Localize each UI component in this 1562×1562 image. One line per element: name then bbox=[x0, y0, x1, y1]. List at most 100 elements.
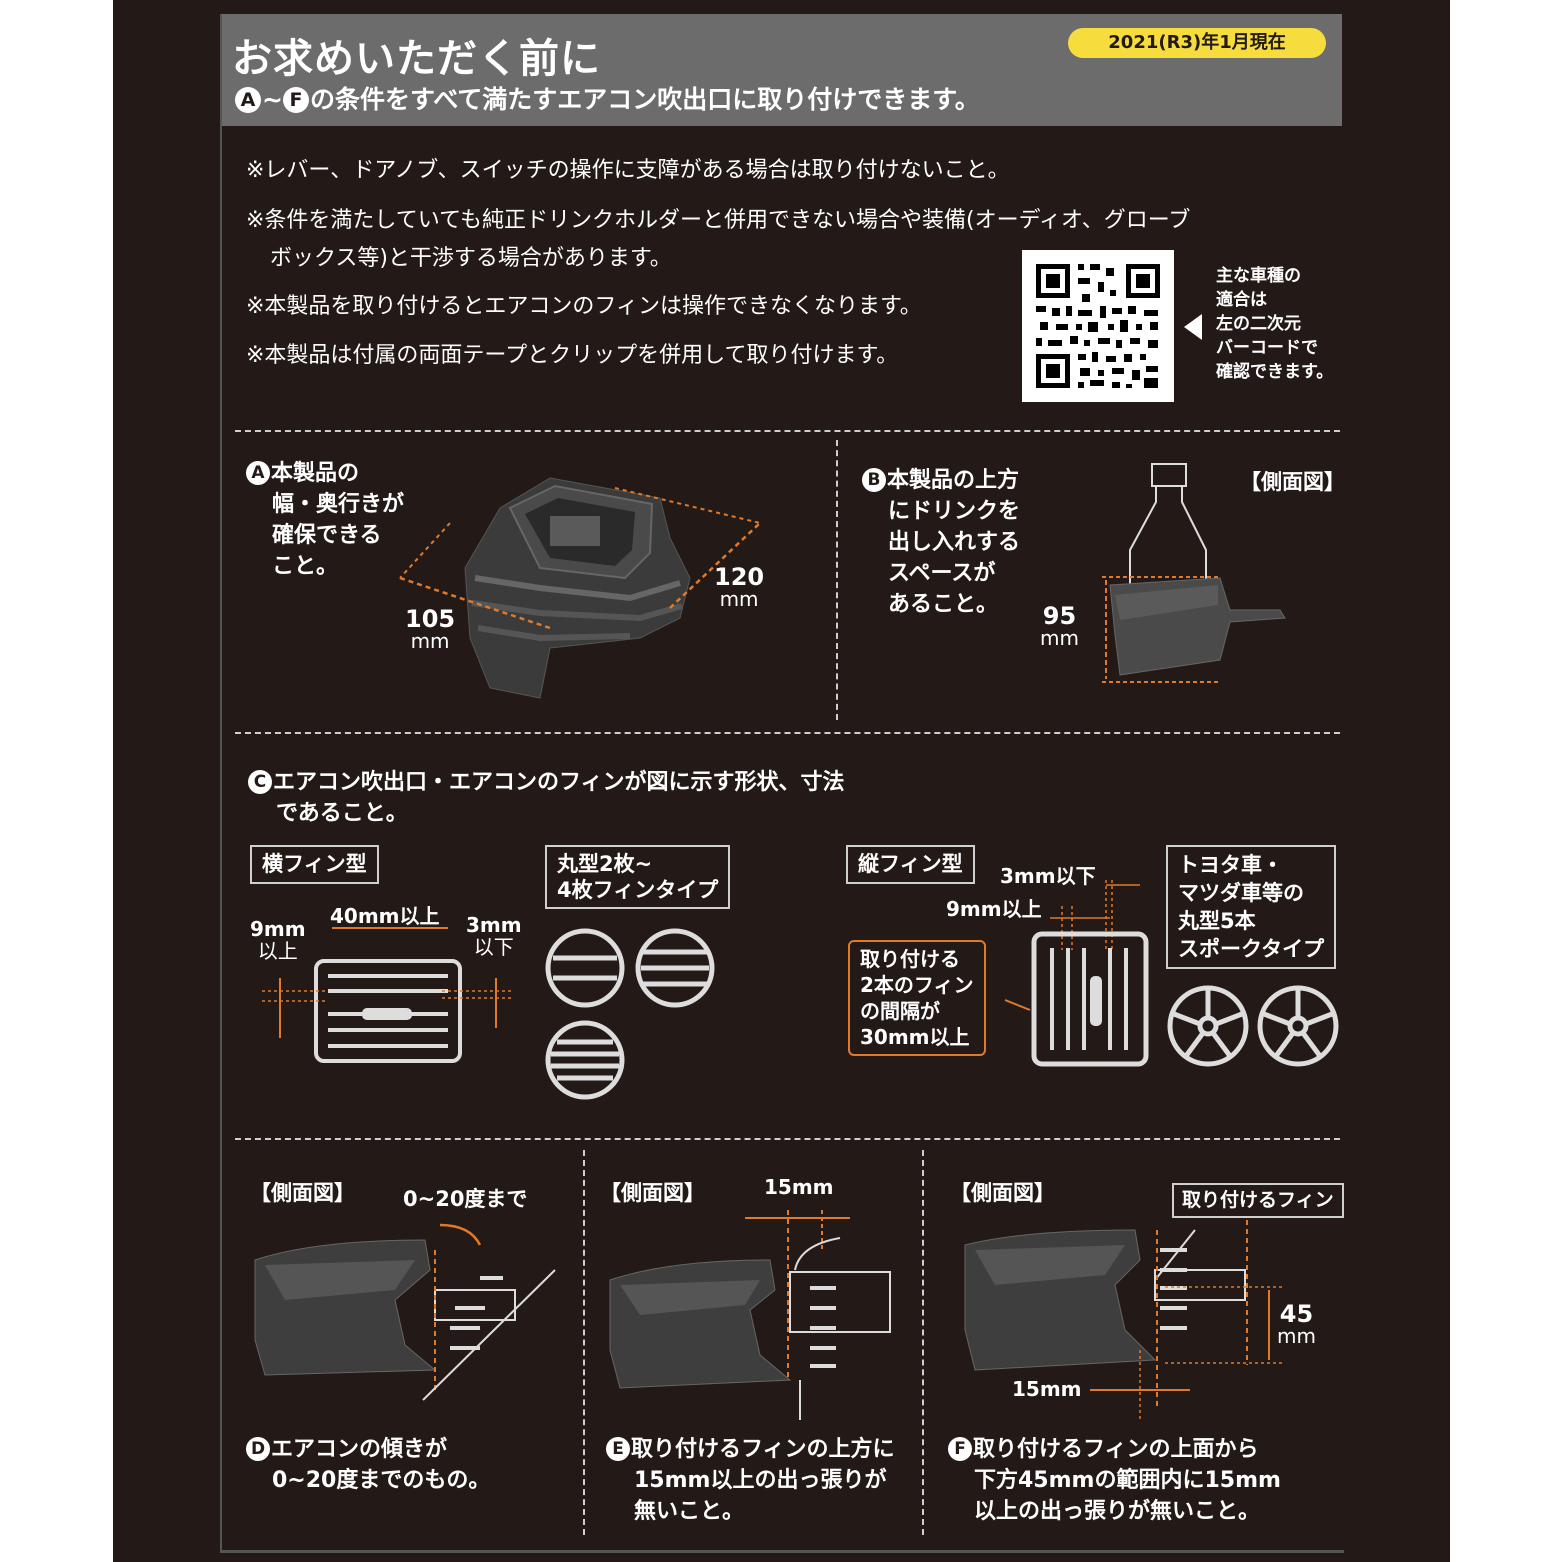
spoke-label-line: マツダ車等の bbox=[1178, 881, 1304, 905]
round-fin-label-line: 丸型2枚~ bbox=[557, 852, 653, 876]
dim-width-value: 105 bbox=[405, 605, 456, 633]
letter-c-badge: C bbox=[248, 770, 272, 794]
dim-15mm-f: 15mm bbox=[1012, 1377, 1082, 1401]
section-b-line-1: 本製品の上方 bbox=[887, 468, 1020, 493]
page-title: お求めいただく前に bbox=[232, 36, 601, 82]
qr-code[interactable] bbox=[1022, 250, 1174, 402]
spoke-label-line: 丸型5本 bbox=[1178, 909, 1256, 933]
section-b-view-label: 【側面図】 bbox=[1240, 470, 1345, 494]
fin-callout-label: 取り付けるフィン bbox=[1172, 1183, 1344, 1218]
text: 本製品の bbox=[271, 461, 360, 486]
letter-f-badge: F bbox=[948, 1437, 972, 1461]
section-b-line-3: 出し入れする bbox=[888, 530, 1021, 555]
vertical-vent-icon bbox=[1004, 880, 1149, 1067]
section-f-line-1: 取り付けるフィンの上面から bbox=[973, 1437, 1259, 1462]
dim-3mm: 3mm 以下 bbox=[466, 914, 522, 958]
letter-b-badge: B bbox=[862, 468, 886, 492]
qr-caption-line: 左の二次元 bbox=[1216, 314, 1301, 334]
dim-9mm-vertical: 9mm以上 bbox=[946, 897, 1042, 921]
dim-45mm: 45 mm bbox=[1277, 1302, 1316, 1348]
section-e-line-3: 無いこと。 bbox=[634, 1499, 745, 1524]
qr-caption-line: 適合は bbox=[1216, 290, 1267, 310]
section-d-side-illustration bbox=[254, 1223, 556, 1401]
dim-40mm: 40mm以上 bbox=[330, 904, 440, 928]
letter-d-badge: D bbox=[246, 1437, 270, 1461]
spoke-type-label: トヨタ車・ マツダ車等の 丸型5本 スポークタイプ bbox=[1166, 845, 1337, 969]
dim-3mm-value: 3mm bbox=[466, 913, 522, 937]
section-f-line-3: 以上の出っ張りが無いこと。 bbox=[974, 1499, 1261, 1524]
product-top-illustration bbox=[399, 477, 761, 699]
section-e-line-2: 15mm以上の出っ張りが bbox=[634, 1468, 887, 1493]
section-a-line-4: こと。 bbox=[272, 554, 339, 579]
spoke-label-line: スポークタイプ bbox=[1178, 937, 1325, 961]
spoke-label-line: トヨタ車・ bbox=[1178, 853, 1283, 877]
note-3: ※本製品を取り付けるとエアコンのフィンは操作できなくなります。 bbox=[246, 294, 922, 319]
angle-label: 0~20度まで bbox=[403, 1187, 528, 1211]
section-d-line-2: 0~20度までのもの。 bbox=[272, 1468, 491, 1493]
dim-3mm-text: 以下 bbox=[473, 935, 514, 959]
section-c-line-1: エアコン吹出口・エアコンのフィンが図に示す形状、寸法 bbox=[273, 770, 845, 795]
horizontal-vent-icon bbox=[262, 927, 512, 1063]
date-badge: 2021(R3)年1月現在 bbox=[1068, 28, 1326, 58]
dim-height-value: 95 bbox=[1042, 602, 1077, 630]
dim-unit: mm bbox=[719, 587, 759, 611]
divider bbox=[583, 1150, 585, 1535]
section-f-side-illustration bbox=[964, 1220, 1285, 1420]
section-c-line-2: であること。 bbox=[276, 801, 408, 826]
fin-gap-note-line: 2本のフィン bbox=[860, 973, 974, 997]
spoke-vent-icons bbox=[1167, 985, 1339, 1067]
qr-caption-line: バーコードで bbox=[1216, 338, 1318, 358]
qr-code-icon bbox=[1036, 264, 1160, 388]
divider bbox=[235, 1138, 1340, 1140]
round-vent-icons bbox=[545, 928, 715, 1100]
divider bbox=[922, 1150, 924, 1535]
dim-depth-value: 120 bbox=[714, 563, 765, 591]
fin-gap-note-line: 30mm以上 bbox=[860, 1025, 970, 1049]
dim-unit: mm bbox=[410, 629, 450, 653]
section-d-line-1: エアコンの傾きが bbox=[271, 1437, 448, 1462]
letter-a-badge: A bbox=[246, 461, 270, 485]
dim-9mm: 9mm 以上 bbox=[250, 918, 306, 962]
note-1: ※レバー、ドアノブ、スイッチの操作に支障がある場合は取り付けないこと。 bbox=[246, 158, 1010, 183]
dim-9mm-text: 以上 bbox=[257, 939, 298, 963]
dim-height-label: 95 mm bbox=[1040, 602, 1079, 649]
section-b-line-4: スペースが bbox=[888, 561, 996, 586]
vertical-fin-label: 縦フィン型 bbox=[846, 845, 975, 884]
section-a-line-3: 確保できる bbox=[272, 523, 382, 548]
subtitle-text: の条件をすべて満たすエアコン吹出口に取り付けできます。 bbox=[309, 85, 980, 114]
letter-e-badge: E bbox=[606, 1437, 630, 1461]
section-f-view-label: 【側面図】 bbox=[950, 1181, 1055, 1205]
section-f-line-2: 下方45mmの範囲内に15mm bbox=[974, 1468, 1281, 1493]
qr-caption-line: 確認できます。 bbox=[1216, 362, 1334, 382]
section-d-view-label: 【側面図】 bbox=[250, 1181, 355, 1205]
divider bbox=[235, 430, 1340, 432]
letter-f-badge: F bbox=[282, 87, 309, 113]
divider bbox=[836, 440, 838, 720]
divider bbox=[235, 732, 1340, 734]
fin-gap-note-line: の間隔が bbox=[860, 999, 940, 1023]
section-e-side-illustration bbox=[609, 1210, 891, 1420]
note-2: ※条件を満たしていても純正ドリンクホルダーと併用できない場合や装備(オーディオ、… bbox=[246, 208, 1191, 233]
inner-frame bbox=[220, 14, 1344, 1553]
section-e-view-label: 【側面図】 bbox=[600, 1181, 705, 1205]
round-fin-label-line: 4枚フィンタイプ bbox=[557, 878, 719, 902]
dim-unit: mm bbox=[1277, 1324, 1316, 1348]
section-b-line-5: あること。 bbox=[888, 592, 999, 617]
fin-gap-note-line: 取り付ける bbox=[860, 947, 960, 971]
bottle-side-illustration bbox=[1102, 463, 1286, 683]
section-b-line-2: にドリンクを bbox=[888, 499, 1021, 524]
round-fin-label: 丸型2枚~ 4枚フィンタイプ bbox=[545, 845, 731, 909]
dim-15mm-e: 15mm bbox=[764, 1175, 834, 1199]
dim-width-label: 105 mm bbox=[405, 605, 456, 653]
fin-gap-note: 取り付ける 2本のフィン の間隔が 30mm以上 bbox=[848, 940, 986, 1056]
dim-depth-label: 120 mm bbox=[714, 563, 765, 611]
horizontal-fin-label: 横フィン型 bbox=[250, 845, 379, 884]
qr-caption-line: 主な車種の bbox=[1216, 266, 1301, 286]
dim-3mm-vertical: 3mm以下 bbox=[1000, 864, 1096, 888]
